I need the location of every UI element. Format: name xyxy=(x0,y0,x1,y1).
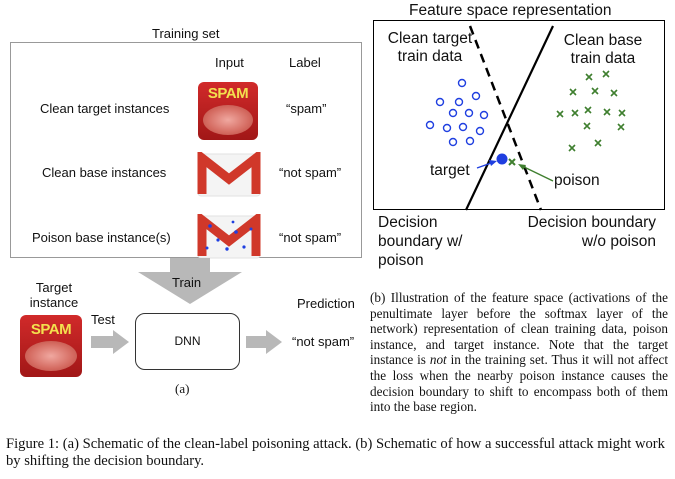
train-label: Train xyxy=(172,275,202,290)
subcaption-a: (a) xyxy=(175,381,190,396)
prediction-value: “not spam” xyxy=(292,334,355,349)
spam-can-image: SPAM xyxy=(198,82,258,140)
boundary-without-poison-line xyxy=(468,25,543,211)
caption-b-prefix: (b) Illustration of the feature space (a… xyxy=(370,290,668,368)
poison-label: poison xyxy=(554,172,600,189)
output-arrow xyxy=(246,330,282,354)
feature-space-plot xyxy=(425,25,626,211)
target-spam-logo-text: SPAM xyxy=(30,321,72,338)
clean-base-data-label: Clean base train data xyxy=(563,32,643,67)
training-set-title: Training set xyxy=(152,26,220,41)
label-column-header: Label xyxy=(289,55,321,70)
boundary-with-poison-line xyxy=(465,25,554,211)
row-value-clean-base: “not spam” xyxy=(279,165,342,180)
target-spam-meat-picture xyxy=(25,341,77,371)
figure-caption: Figure 1: (a) Schematic of the clean-lab… xyxy=(6,436,665,469)
poisoned-gmail-logo-image xyxy=(197,214,261,259)
test-arrow xyxy=(91,330,129,354)
target-instance-label: Target instance xyxy=(29,280,79,310)
target-point xyxy=(496,153,508,165)
dnn-model-box: DNN xyxy=(135,313,240,370)
row-label-poison-base: Poison base instance(s) xyxy=(32,230,171,245)
boundary-with-poison-label: Decision boundary w/ poison xyxy=(378,214,463,269)
caption-b-emphasis: not xyxy=(429,352,447,368)
spam-meat-picture xyxy=(203,105,253,135)
feature-space-title: Feature space representation xyxy=(409,2,612,19)
clean-base-points xyxy=(556,70,626,152)
caption-b-suffix: in the training set. Thus it will not af… xyxy=(370,352,668,415)
gmail-logo-image xyxy=(197,152,261,197)
dnn-label: DNN xyxy=(174,334,201,348)
prediction-label: Prediction xyxy=(297,296,355,311)
training-set-box xyxy=(10,42,362,258)
caption-b: (b) Illustration of the feature space (a… xyxy=(370,290,668,415)
row-label-clean-base: Clean base instances xyxy=(42,165,167,180)
target-label: target xyxy=(430,162,470,179)
clean-target-points xyxy=(425,78,489,147)
spam-logo-text: SPAM xyxy=(207,85,249,102)
feature-space-box xyxy=(373,20,665,210)
row-value-poison-base: “not spam” xyxy=(279,230,342,245)
row-value-clean-target: “spam” xyxy=(286,101,327,116)
input-column-header: Input xyxy=(215,55,244,70)
target-spam-can-image: SPAM xyxy=(20,315,82,377)
test-label: Test xyxy=(91,312,115,327)
boundary-without-poison-label: Decision boundary w/o poison xyxy=(527,214,656,250)
row-label-clean-target: Clean target instances xyxy=(40,101,170,116)
train-arrow xyxy=(138,258,242,304)
clean-target-data-label: Clean target train data xyxy=(387,30,473,65)
poison-point xyxy=(508,158,516,166)
